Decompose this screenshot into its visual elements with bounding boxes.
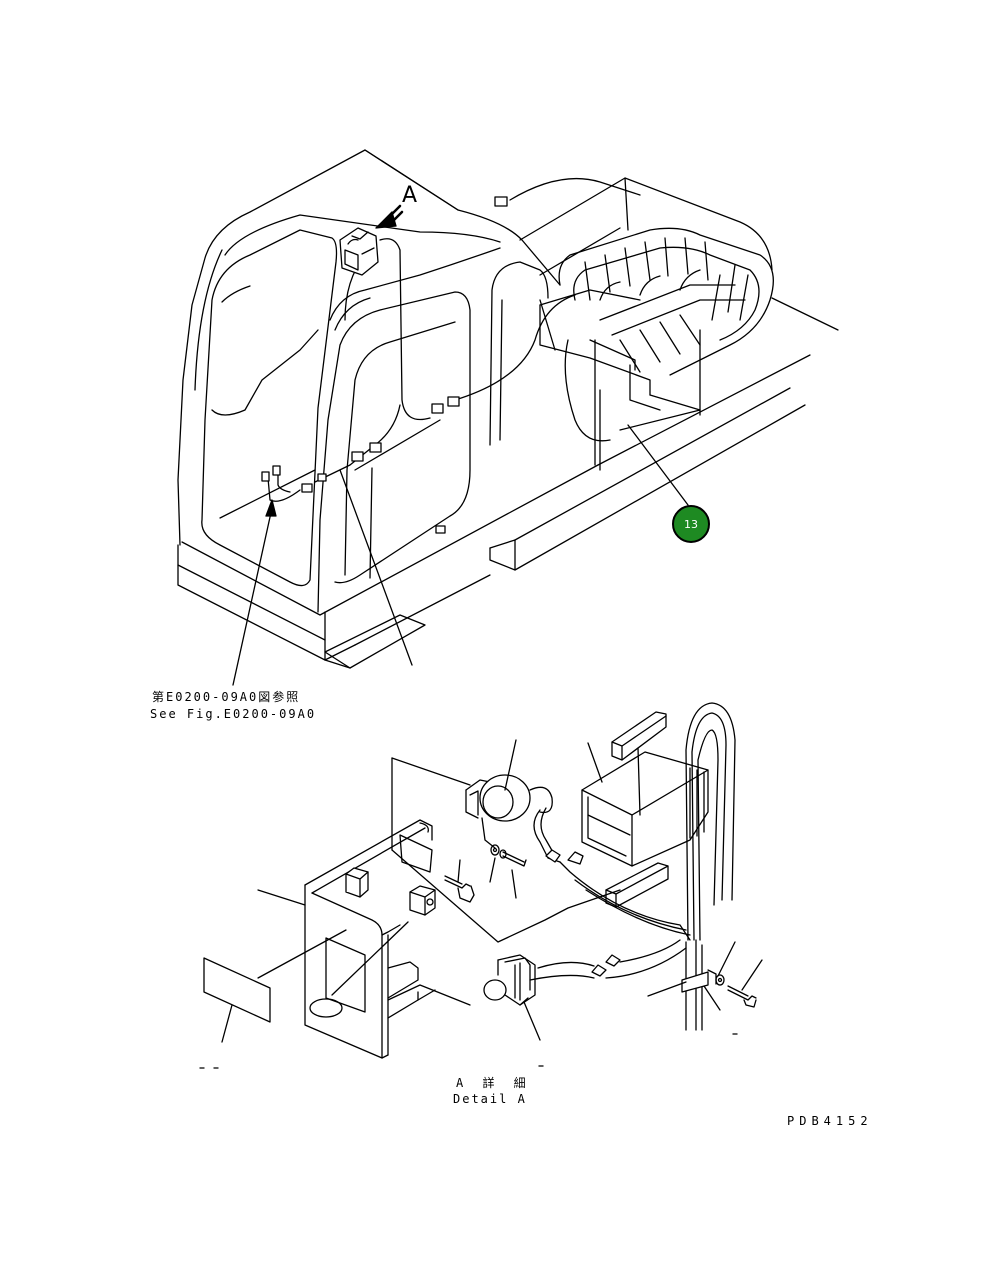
connector bbox=[448, 397, 459, 406]
connector bbox=[302, 484, 312, 492]
connector bbox=[262, 472, 269, 481]
detail-caption-english: Detail A bbox=[453, 1092, 527, 1106]
connector bbox=[273, 466, 280, 475]
frame-assembly bbox=[355, 178, 838, 645]
reference-note-japanese: 第E0200-09A0図参照 bbox=[152, 690, 301, 704]
pilot-lamp bbox=[484, 955, 535, 1005]
connectors bbox=[262, 197, 507, 533]
connector bbox=[352, 452, 363, 461]
connector bbox=[370, 443, 381, 452]
view-a-label: A bbox=[402, 183, 418, 208]
drawing-number: PDB4152 bbox=[787, 1114, 873, 1128]
connector bbox=[318, 474, 326, 481]
leader-lines-upper bbox=[233, 425, 688, 685]
callout-number: 13 bbox=[684, 517, 698, 531]
detail-a-assembly bbox=[204, 758, 620, 1058]
cable-chain bbox=[559, 228, 773, 375]
controller-box bbox=[582, 703, 735, 940]
connector bbox=[436, 526, 445, 533]
view-a-arrow bbox=[376, 206, 402, 228]
reference-note-english: See Fig.E0200-09A0 bbox=[150, 707, 317, 721]
callout-13[interactable]: 13 bbox=[672, 505, 710, 543]
switch-component bbox=[340, 228, 378, 275]
buzzer-component bbox=[466, 775, 552, 848]
connector bbox=[495, 197, 507, 206]
connector bbox=[432, 404, 443, 413]
wire-harness bbox=[268, 179, 640, 502]
leader-lines-lower bbox=[200, 740, 762, 1068]
wire-bundle bbox=[530, 808, 756, 1030]
cab-assembly bbox=[178, 150, 598, 668]
detail-caption-japanese: A 詳 細 bbox=[456, 1076, 532, 1090]
